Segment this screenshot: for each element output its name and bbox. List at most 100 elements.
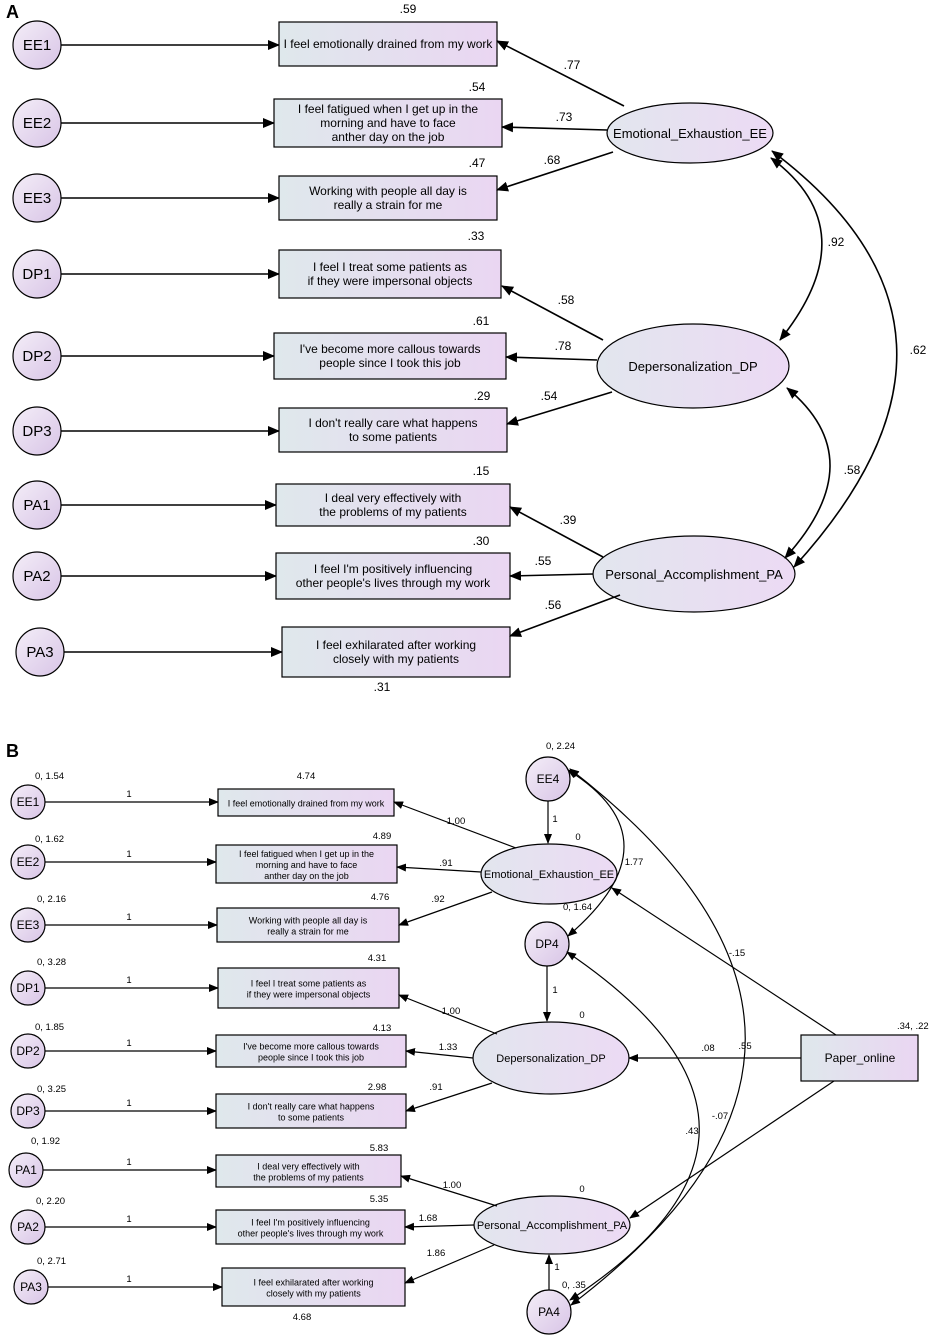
panel-b-letter: B (6, 741, 19, 761)
observed-label-ee1: EE1 (23, 37, 51, 54)
b-observed-label-dp1: DP1 (16, 981, 40, 995)
loading-label-6: .54 (541, 389, 558, 403)
item-text-4-line-2: if they were impersonal objects (308, 274, 473, 288)
observed-label-pa3: PA3 (26, 644, 53, 661)
b-intercept-1: 4.74 (297, 771, 316, 782)
b-error-param-4: 0, 3.28 (37, 957, 66, 968)
b-fixed-path-label-7: 1 (126, 1157, 131, 1168)
b-latent-mean-3: 0 (579, 1184, 584, 1195)
latent-label-2: Depersonalization_DP (628, 359, 757, 374)
b-disturbance-label-ee4: EE4 (537, 772, 560, 786)
item-box-8 (275, 552, 511, 600)
b-item-text-7-line-2: the problems of my patients (253, 1173, 364, 1183)
b-item-text-5-line-2: people since I took this job (258, 1053, 364, 1063)
b-item-text-2-line-3: anther day on the job (264, 871, 349, 881)
b-observed-label-pa2: PA2 (17, 1220, 39, 1234)
loading-label-3: .68 (544, 153, 561, 167)
b-item-text-5-line-1: I've become more callous towards (243, 1042, 379, 1052)
latent-label-1: Emotional_Exhaustion_EE (613, 126, 767, 141)
b-loading-arrow-6 (405, 1082, 493, 1113)
b-item-text-2-line-1: I feel fatigued when I get up in the (239, 849, 374, 859)
b-observed-label-ee1: EE1 (17, 795, 40, 809)
item-text-8-line-2: other people's lives through my work (296, 576, 491, 590)
item-text-2-line-3: anther day on the job (332, 130, 445, 144)
b-item-text-8-line-2: other people's lives through my work (238, 1229, 384, 1239)
loading-arrow-1 (496, 40, 625, 107)
b-error-param-1: 0, 1.54 (35, 771, 64, 782)
b-disturbance-path-label-1: 1 (552, 814, 557, 825)
b-loading-label-3: .92 (431, 894, 444, 905)
item-box-6 (278, 407, 508, 453)
item-text-9-line-2: closely with my patients (333, 652, 459, 666)
item-text-2-line-2: morning and have to face (320, 116, 456, 130)
b-item-text-3-line-1: Working with people all day is (249, 916, 368, 926)
loading-label-5: .78 (555, 339, 572, 353)
b-predictor-to-dp-label: .08 (701, 1043, 714, 1054)
observed-label-dp3: DP3 (22, 423, 51, 440)
b-intercept-5: 4.13 (373, 1023, 392, 1034)
b-observed-label-pa1: PA1 (15, 1163, 37, 1177)
b-item-box-9 (221, 1267, 406, 1307)
r-squared-7: .15 (473, 464, 490, 478)
item-text-8-line-1: I feel I'm positively influencing (314, 562, 472, 576)
b-disturbance-param-2: 0, 1.64 (563, 902, 592, 913)
b-observed-label-pa3: PA3 (20, 1280, 42, 1294)
b-loading-arrow-3 (398, 891, 493, 926)
b-error-param-3: 0, 2.16 (37, 894, 66, 905)
correlation-ee-dp (770, 157, 823, 341)
b-intercept-6: 2.98 (368, 1082, 387, 1093)
b-loading-label-7: 1.00 (443, 1180, 462, 1191)
loading-label-1: .77 (564, 58, 581, 72)
b-intercept-7: 5.83 (370, 1143, 389, 1154)
latent-1 (606, 102, 774, 164)
panel-a-letter: A (6, 2, 19, 22)
b-latent-label-2: Depersonalization_DP (496, 1053, 605, 1065)
b-fixed-path-label-1: 1 (126, 789, 131, 800)
b-predictor-to-pa-label: -.07 (712, 1111, 728, 1122)
b-cov-ee4-dp4 (567, 769, 625, 937)
b-error-param-9: 0, 2.71 (37, 1256, 66, 1267)
b-disturbance-path-label-3: 1 (554, 1262, 559, 1273)
item-box-3 (278, 175, 498, 221)
b-item-box-6 (215, 1093, 407, 1129)
loading-label-9: .56 (545, 598, 562, 612)
r-squared-3: .47 (469, 156, 486, 170)
b-predictor-to-ee (611, 887, 837, 1036)
latent-label-3: Personal_Accomplishment_PA (605, 567, 783, 582)
observed-label-ee2: EE2 (23, 115, 51, 132)
b-predictor-to-pa (629, 1080, 835, 1219)
b-intercept-9: 4.68 (293, 1312, 312, 1323)
b-latent-1 (480, 843, 618, 905)
r-squared-5: .61 (473, 314, 490, 328)
b-latent-label-3: Personal_Accomplishment_PA (477, 1220, 628, 1232)
b-observed-label-dp3: DP3 (16, 1104, 40, 1118)
loading-arrow-6 (506, 391, 613, 426)
b-item-box-2 (215, 844, 398, 884)
b-item-box-3 (216, 907, 400, 943)
loading-arrow-2 (501, 122, 608, 133)
item-text-4-line-1: I feel I treat some patients as (313, 260, 467, 274)
b-cov-label-dp4-pa4: .43 (685, 1126, 698, 1137)
b-latent-mean-2: 0 (579, 1010, 584, 1021)
loading-label-4: .58 (558, 293, 575, 307)
b-loading-arrow-4 (398, 994, 498, 1035)
item-text-2-line-1: I feel fatigued when I get up in the (298, 102, 478, 116)
b-latent-mean-1: 0 (575, 832, 580, 843)
b-error-param-8: 0, 2.20 (36, 1196, 65, 1207)
b-loading-arrow-1 (393, 801, 517, 849)
b-intercept-3: 4.76 (371, 892, 390, 903)
b-loading-label-1: 1.00 (447, 816, 466, 827)
b-disturbance-label-pa4: PA4 (538, 1305, 560, 1319)
b-disturbance-label-dp4: DP4 (535, 937, 559, 951)
b-observed-label-ee3: EE3 (17, 918, 40, 932)
b-loading-label-4: 1.00 (442, 1006, 461, 1017)
b-item-box-7 (215, 1154, 402, 1188)
correlation-ee-pa (771, 150, 898, 568)
b-loading-arrow-2 (396, 863, 482, 873)
b-loading-label-9: 1.86 (427, 1248, 446, 1259)
item-box-1 (278, 21, 498, 67)
loading-arrow-9 (509, 594, 621, 637)
